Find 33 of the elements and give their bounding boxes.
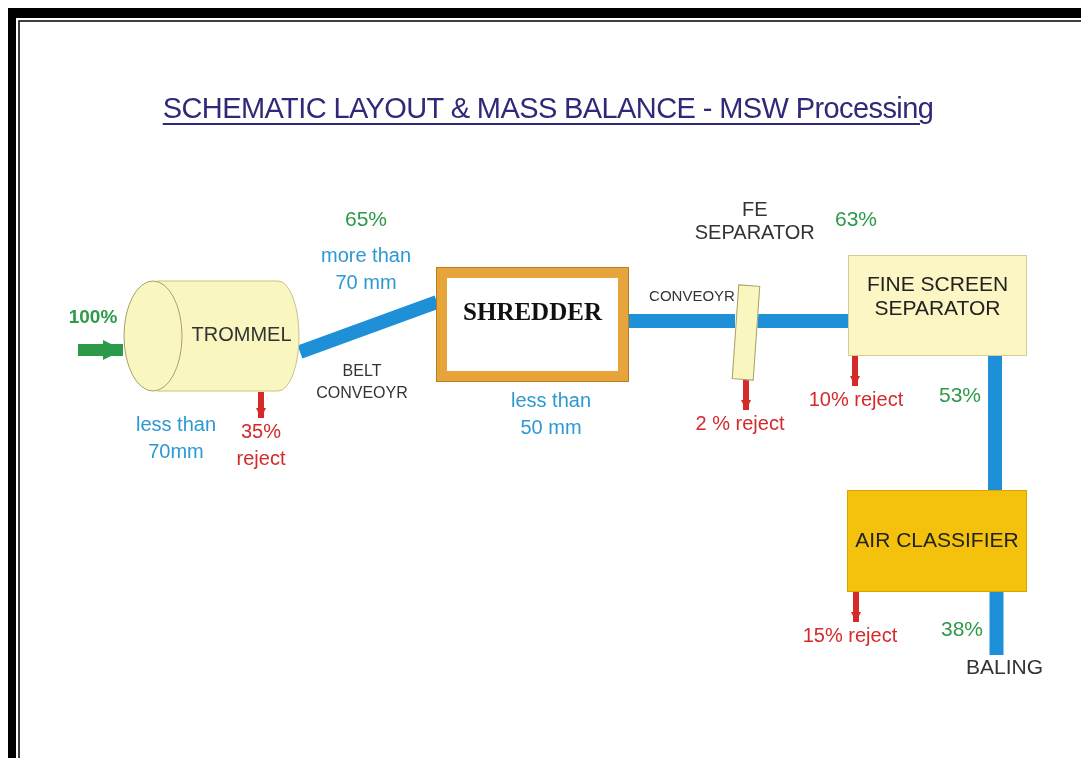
flow-arrow (78, 339, 123, 361)
reject-label: 15% reject (800, 622, 900, 650)
node-label: TROMMEL (190, 323, 293, 346)
reject-label: 35% reject (232, 418, 290, 476)
percentage-label: 100% (67, 305, 119, 329)
percentage-label: 38% (940, 616, 984, 642)
flow-arrow (849, 356, 861, 386)
conveyor-line (628, 314, 735, 328)
box-label: AIR CLASSIFIER (854, 528, 1020, 553)
annotation-label: less than 50 mm (509, 388, 593, 440)
percentage-label: 53% (938, 382, 982, 408)
percentage-label: 63% (834, 206, 878, 232)
flow-arrow (740, 380, 752, 410)
flow-arrow (255, 392, 267, 418)
reject-label: 2 % reject (690, 410, 790, 438)
reject-label: 10% reject (806, 386, 906, 414)
conveyor-line (989, 592, 1004, 655)
output-label: BALING (966, 655, 1042, 685)
process-box (847, 490, 1027, 592)
process-box (848, 255, 1027, 356)
box-label: SHREDDER (462, 298, 604, 327)
process-box (437, 268, 628, 381)
flow-arrow (850, 592, 862, 622)
conveyor-line (988, 356, 1002, 490)
annotation-label: less than 70mm (134, 412, 218, 464)
node-label: FE SEPARATOR (693, 198, 816, 245)
conveyor-line (757, 314, 848, 328)
percentage-label: 65% (344, 206, 388, 232)
annotation-label: CONVEOYR (648, 286, 736, 306)
diagram-title: SCHEMATIC LAYOUT & MASS BALANCE - MSW Processing (161, 92, 935, 125)
annotation-label: BELT CONVEOYR (315, 361, 409, 403)
annotation-label: more than 70 mm (319, 243, 413, 295)
box-label: FINE SCREEN SEPARATOR (865, 272, 1010, 321)
